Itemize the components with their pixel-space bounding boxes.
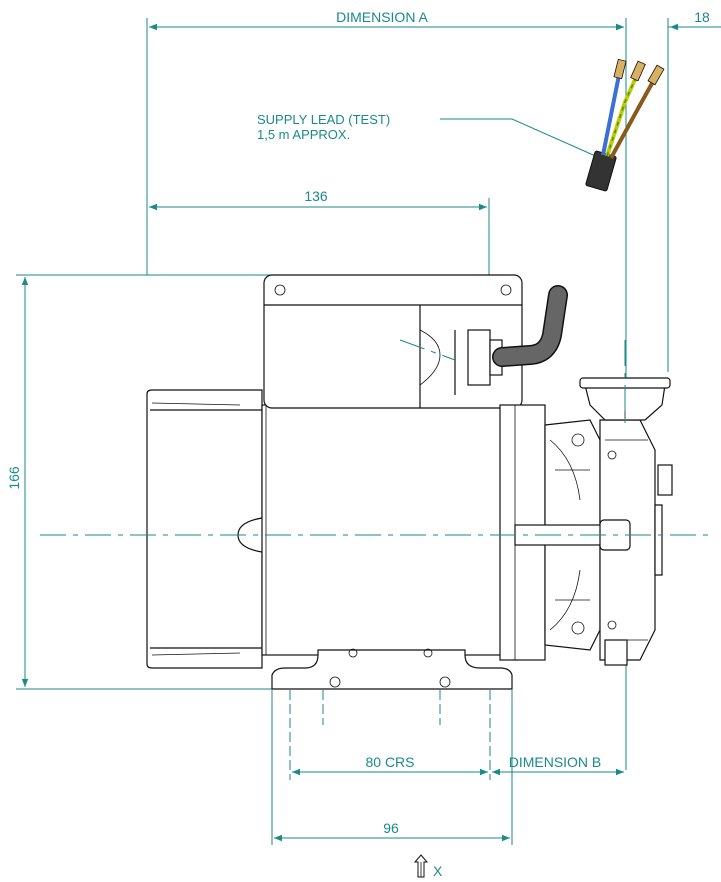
centre-lines xyxy=(40,339,715,536)
dimension-a-label: DIMENSION A xyxy=(336,9,428,25)
dimension-96-label: 96 xyxy=(383,820,399,836)
dimension-136-label: 136 xyxy=(304,188,328,204)
view-x-marker: X xyxy=(413,854,443,879)
dimension-80-crs-label: 80 CRS xyxy=(365,754,414,770)
supply-lead-line2: 1,5 m APPROX. xyxy=(257,127,350,142)
dimension-166: 166 xyxy=(6,274,275,690)
view-x-label: X xyxy=(433,863,443,879)
supply-lead-line1: SUPPLY LEAD (TEST) xyxy=(257,112,390,127)
supply-lead-callout: SUPPLY LEAD (TEST) 1,5 m APPROX. xyxy=(257,112,601,159)
dimension-b-label: DIMENSION B xyxy=(509,754,602,770)
dimension-96: 96 xyxy=(271,690,513,845)
pump-body xyxy=(146,274,673,690)
dimension-18: 18 xyxy=(604,9,721,372)
dimension-b: DIMENSION B xyxy=(492,754,624,776)
dimension-18-label: 18 xyxy=(694,9,710,25)
dimension-80-crs: 80 CRS xyxy=(289,690,491,780)
dimension-166-label: 166 xyxy=(6,466,22,490)
supply-lead-wires xyxy=(585,58,665,192)
